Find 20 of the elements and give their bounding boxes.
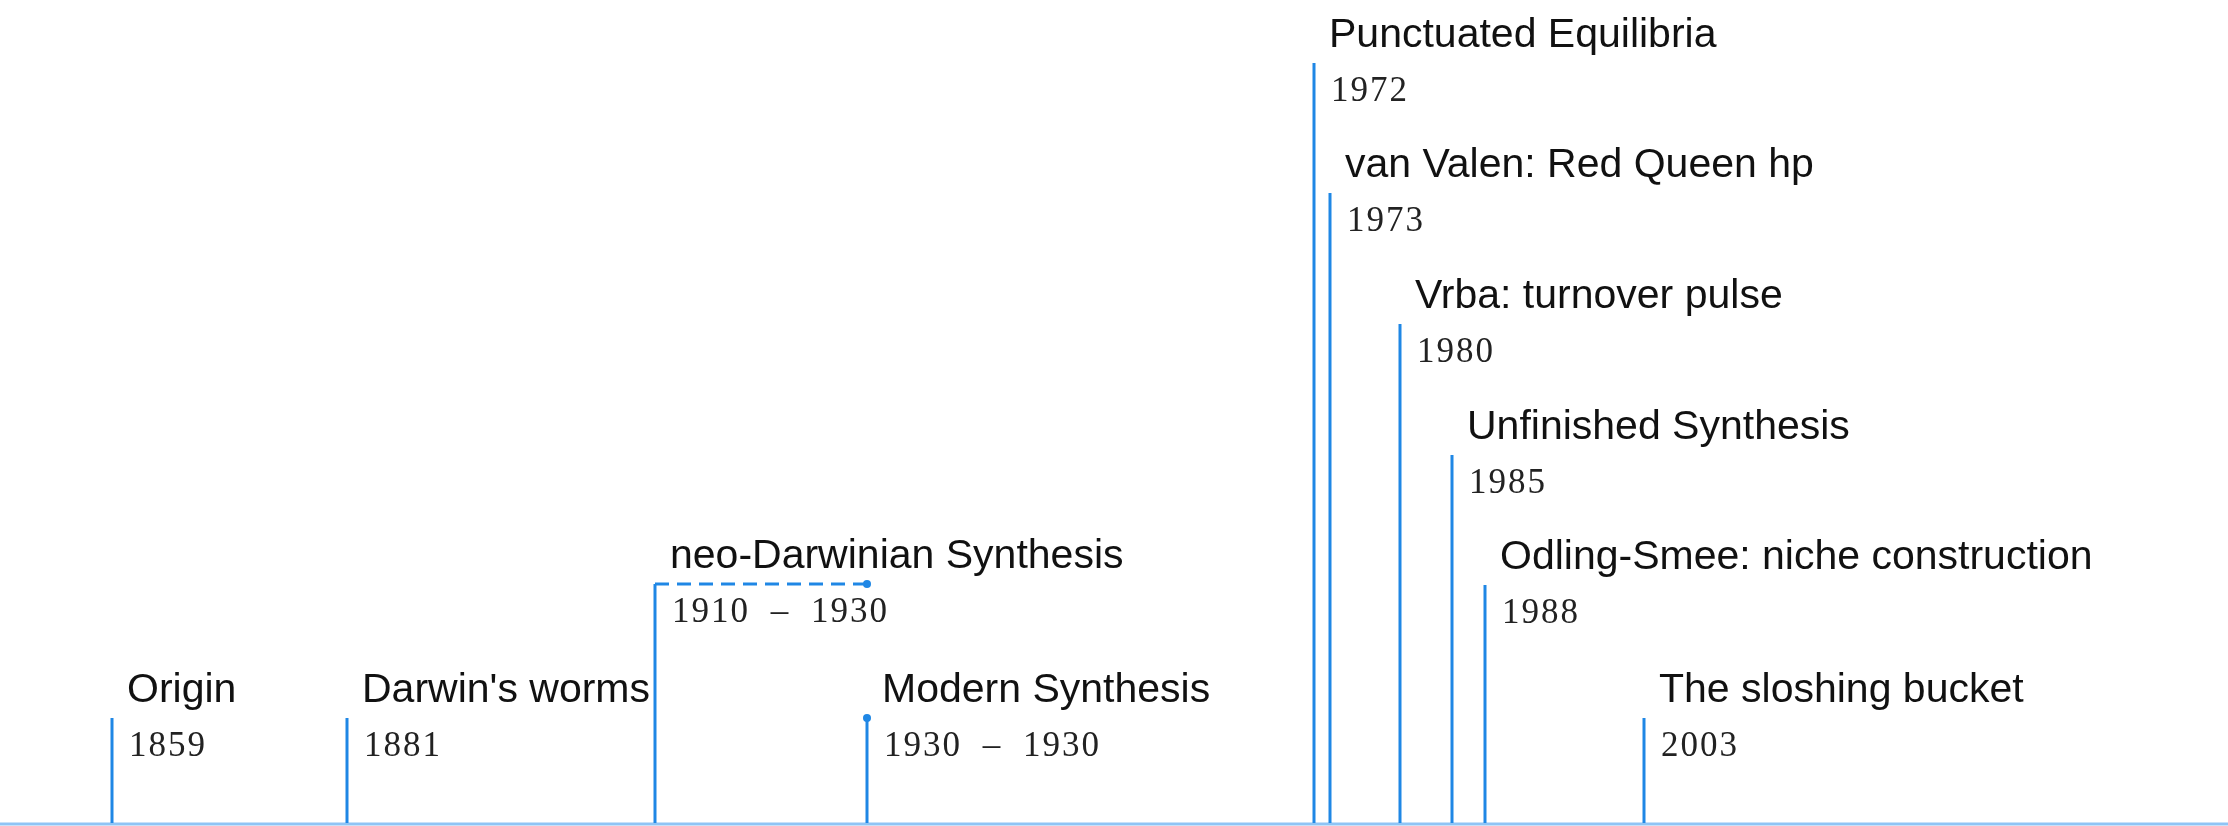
event-title: Punctuated Equilibria xyxy=(1329,11,1717,55)
event-title: Modern Synthesis xyxy=(882,666,1211,710)
event-date: 1859 xyxy=(129,726,208,764)
event-title: van Valen: Red Queen hp xyxy=(1345,141,1814,185)
event-title: Unfinished Synthesis xyxy=(1467,403,1850,447)
event-date: 1972 xyxy=(1331,71,1410,109)
event-title: Darwin's worms xyxy=(362,666,651,710)
event-date: 1881 xyxy=(364,726,443,764)
event-date: 1980 xyxy=(1417,332,1496,370)
event-title: Vrba: turnover pulse xyxy=(1415,272,1783,316)
event-date: 1973 xyxy=(1347,201,1426,239)
event-date: 1910 – 1930 xyxy=(672,592,890,630)
event-date: 1985 xyxy=(1469,463,1548,501)
event-date: 1930 – 1930 xyxy=(884,726,1102,764)
event-date: 2003 xyxy=(1661,726,1740,764)
event-title: Origin xyxy=(127,666,237,710)
event-title: neo-Darwinian Synthesis xyxy=(670,532,1124,576)
event-date: 1988 xyxy=(1502,593,1581,631)
event-title: The sloshing bucket xyxy=(1659,666,2024,710)
event-title: Odling-Smee: niche construction xyxy=(1500,533,2093,577)
